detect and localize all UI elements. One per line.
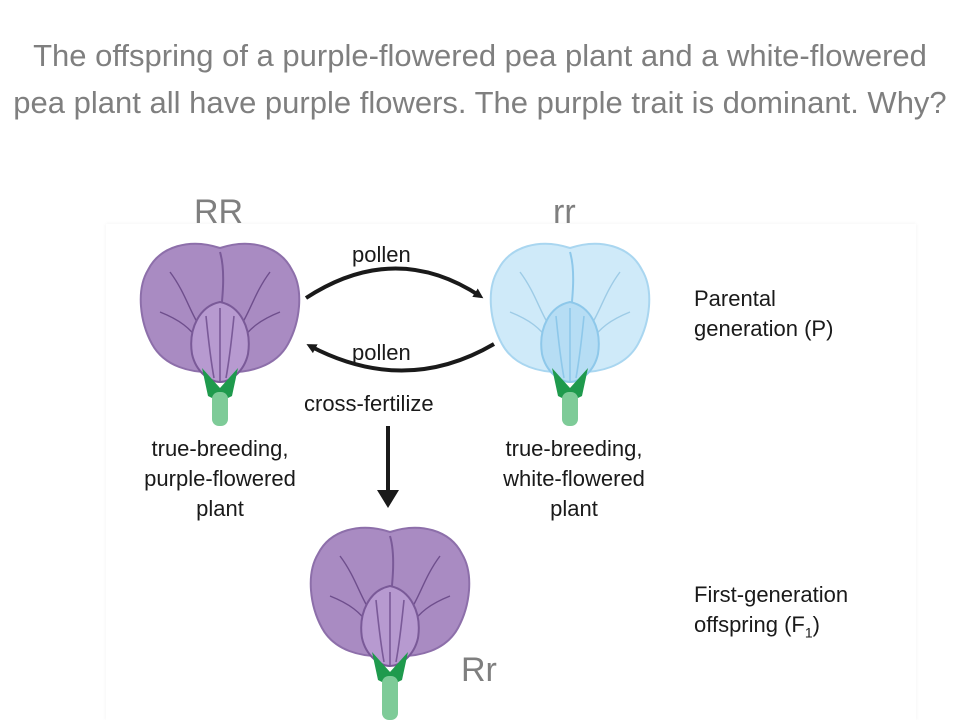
- white-flower-icon: [489, 242, 651, 426]
- white-plant-line-2: white-flowered: [503, 466, 645, 491]
- first-gen-prefix: offspring (F: [694, 612, 805, 637]
- purple-flower-icon: [139, 242, 301, 426]
- parental-line-1: Parental: [694, 286, 776, 311]
- genotype-rr-offspring: Rr: [461, 651, 497, 689]
- pollen-label-top: pollen: [352, 242, 411, 267]
- pollen-label-bottom: pollen: [352, 340, 411, 365]
- slide-title: The offspring of a purple-flowered pea p…: [13, 38, 947, 120]
- purple-plant-line-1: true-breeding,: [151, 436, 289, 461]
- first-gen-line-2: offspring (F1): [694, 610, 848, 647]
- offspring-purple-flower-icon: [309, 526, 471, 720]
- first-gen-suffix: ): [812, 612, 820, 637]
- parental-line-2: generation (P): [694, 316, 834, 341]
- first-gen-line-1: First-generation: [694, 582, 849, 607]
- genotype-rr-purple: RR: [194, 193, 244, 231]
- pollen-arrow-left: [306, 342, 496, 373]
- genotype-rr-white: rr: [553, 193, 576, 231]
- white-plant-line-1: true-breeding,: [505, 436, 643, 461]
- purple-plant-line-3: plant: [196, 496, 244, 521]
- purple-plant-label: true-breeding, purple-flowered plant: [112, 434, 328, 524]
- purple-plant-line-2: purple-flowered: [144, 466, 296, 491]
- parental-generation-label: Parental generation (P): [694, 284, 833, 344]
- pollen-arrow-right: [304, 266, 484, 300]
- first-generation-label: First-generation offspring (F1): [694, 580, 848, 647]
- white-plant-line-3: plant: [550, 496, 598, 521]
- cross-arrow-head: [377, 490, 399, 508]
- cross-fertilize-label: cross-fertilize: [304, 391, 434, 416]
- first-gen-subscript: 1: [804, 624, 813, 641]
- white-plant-label: true-breeding, white-flowered plant: [466, 434, 682, 524]
